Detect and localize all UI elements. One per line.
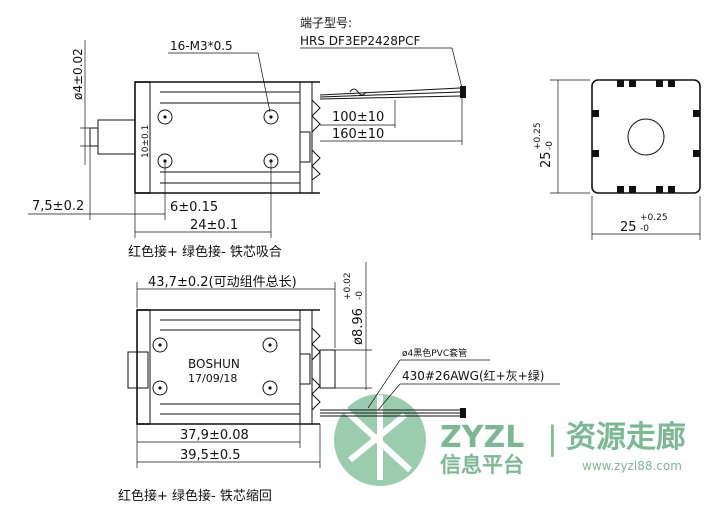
bottom-view-caption: 红色接+ 绿色接- 铁芯缩回 (118, 488, 272, 504)
watermark-brand: ZYZL (440, 420, 524, 455)
watermark-subtitle: 信息平台 (440, 453, 524, 477)
end-height: 25 (539, 151, 554, 168)
dim-shaft-extension: 7,5±0.2 (32, 199, 84, 214)
screw-spec: 16-M3*0.5 (170, 39, 233, 53)
dim-plunger-diameter: ø8.96 (351, 308, 366, 345)
dim-wire-160: 160±10 (332, 127, 384, 142)
dim-total-length: 43,7±0.2(可动组件总长) (148, 275, 297, 290)
dim-39-5: 39,5±0.5 (180, 448, 241, 463)
dim-6: 6±0.15 (170, 200, 218, 215)
screw-hole (152, 337, 278, 396)
dim-shaft-diameter: ø4±0.02 (71, 48, 85, 100)
dim-wire-100: 100±10 (332, 110, 384, 125)
watermark-url: www.zyzl88.com (582, 459, 682, 473)
end-width-tol-minus: -0 (640, 224, 649, 234)
dim-24: 24±0.1 (190, 218, 238, 233)
top-view-caption: 红色接+ 绿色接- 铁芯吸合 (128, 244, 282, 260)
end-view: 25 +0.25 -0 25 +0.25 -0 (533, 79, 701, 240)
watermark: ZYZL | 资源走廊 信息平台 www.zyzl88.com (334, 394, 686, 486)
watermark-title: 资源走廊 (566, 420, 686, 455)
top-view: 端子型号: HRS DF3EP2428PCF 16-M3*0.5 ø4±0.02… (28, 16, 466, 260)
end-height-tol-plus: +0.25 (533, 122, 543, 150)
sleeve-note: ø4黑色PVC套管 (402, 347, 467, 359)
end-height-tol-minus: -0 (545, 141, 555, 150)
date-marking: 17/09/18 (188, 372, 237, 385)
wire-note: 430#26AWG(红+灰+绿) (402, 368, 544, 383)
dim-hole-spacing: 10±0.1 (141, 125, 151, 158)
watermark-divider: | (547, 419, 558, 457)
end-width: 25 (620, 220, 637, 235)
brand-marking: BOSHUN (188, 357, 240, 371)
dim-37-9: 37,9±0.08 (180, 428, 249, 443)
bottom-view: BOSHUN 17/09/18 43,7±0.2(可动组件总长) ø8.96 +… (118, 262, 560, 504)
screw-hole (157, 109, 279, 169)
dim-plunger-tol-plus: +0.02 (343, 272, 353, 300)
dim-plunger-tol-minus: -0 (355, 291, 365, 300)
terminal-model: HRS DF3EP2428PCF (300, 34, 421, 48)
end-width-tol-plus: +0.25 (640, 213, 668, 223)
terminal-label: 端子型号: (300, 16, 352, 30)
